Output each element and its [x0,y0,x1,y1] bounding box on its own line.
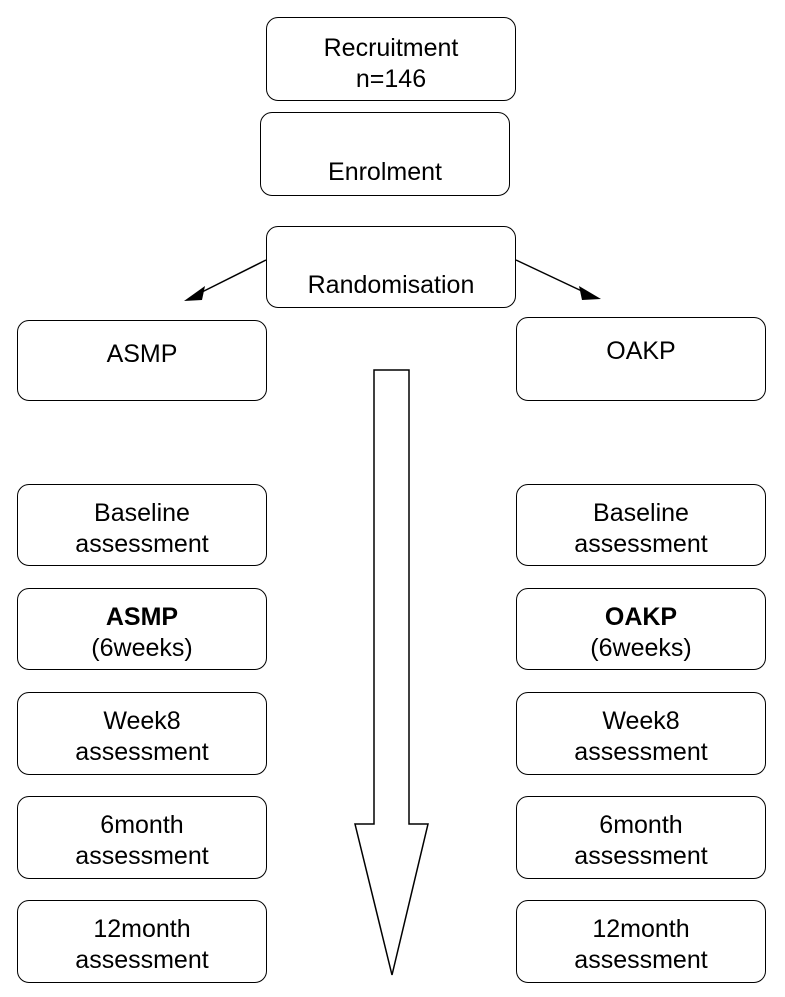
asmp-12month-line1: 12month [93,915,191,943]
enrolment-box: Enrolment [260,112,510,196]
asmp-12month-box: 12month assessment [17,900,267,983]
connector-right-arrowhead [579,286,601,300]
asmp-12month-line2: assessment [75,946,209,974]
oakp-week8-box: Week8 assessment [516,692,766,775]
oakp-week8-line1: Week8 [602,707,680,735]
oakp-12month-box: 12month assessment [516,900,766,983]
oakp-baseline-box: Baseline assessment [516,484,766,566]
asmp-programme-box: ASMP (6weeks) [17,588,267,670]
oakp-week8-line2: assessment [574,738,708,766]
asmp-baseline-box: Baseline assessment [17,484,267,566]
asmp-baseline-line2: assessment [75,530,209,558]
asmp-arm-box: ASMP [17,320,267,401]
oakp-baseline-line2: assessment [574,530,708,558]
asmp-6month-box: 6month assessment [17,796,267,879]
oakp-6month-line1: 6month [599,811,683,839]
asmp-programme-duration: (6weeks) [91,634,193,662]
oakp-programme-box: OAKP (6weeks) [516,588,766,670]
oakp-6month-line2: assessment [574,842,708,870]
connector-left-line [197,259,267,295]
asmp-week8-box: Week8 assessment [17,692,267,775]
asmp-6month-line2: assessment [75,842,209,870]
timeline-arrow [354,369,429,976]
asmp-arm-label: ASMP [106,340,178,368]
asmp-baseline-line1: Baseline [94,499,190,527]
asmp-6month-line1: 6month [100,811,184,839]
oakp-arm-label: OAKP [606,337,676,365]
oakp-12month-line2: assessment [574,946,708,974]
recruitment-title: Recruitment [323,34,459,62]
randomisation-box: Randomisation [266,226,516,308]
randomisation-label: Randomisation [307,271,475,299]
oakp-programme-duration: (6weeks) [590,634,692,662]
asmp-week8-line1: Week8 [103,707,181,735]
connector-right-line [515,259,587,294]
recruitment-count: n=146 [355,65,427,93]
oakp-arm-box: OAKP [516,317,766,401]
oakp-programme-name: OAKP [604,603,678,631]
oakp-baseline-line1: Baseline [593,499,689,527]
asmp-week8-line2: assessment [75,738,209,766]
oakp-12month-line1: 12month [592,915,690,943]
asmp-programme-name: ASMP [105,603,179,631]
enrolment-label: Enrolment [328,158,442,186]
connector-left-arrowhead [184,286,205,301]
recruitment-box: Recruitment n=146 [266,17,516,101]
oakp-6month-box: 6month assessment [516,796,766,879]
